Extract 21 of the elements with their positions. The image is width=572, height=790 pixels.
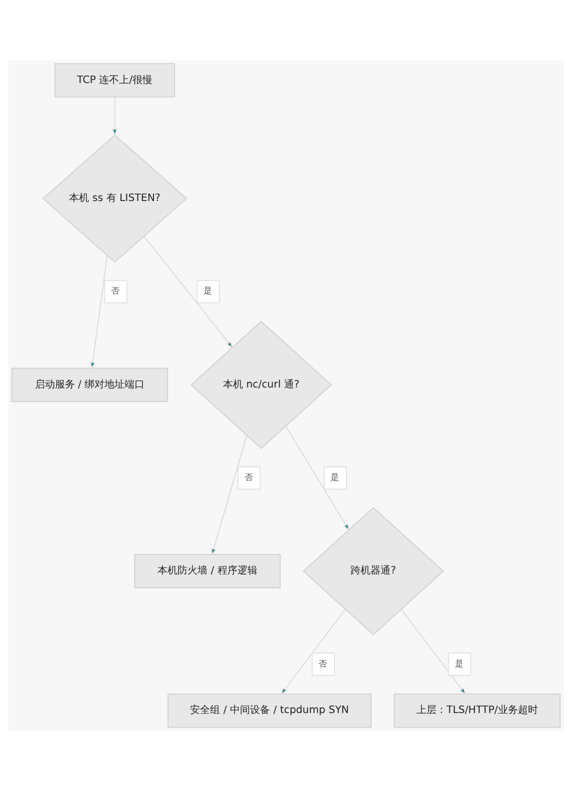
node-box: 安全组 / 中间设备 / tcpdump SYN bbox=[168, 692, 372, 728]
edge-label: 是 bbox=[330, 472, 339, 482]
edge-label: 是 bbox=[204, 285, 212, 296]
edge-label: 是 bbox=[454, 658, 463, 668]
arrow bbox=[90, 254, 108, 369]
arrow bbox=[112, 96, 118, 136]
node-diamond: 跨机器通? bbox=[302, 506, 444, 635]
arrow bbox=[400, 608, 466, 695]
arrow bbox=[280, 608, 346, 695]
node-diamond: 本机 nc/curl 通? bbox=[190, 320, 332, 448]
node-box: 启动服务 / 绑对地址端口 bbox=[11, 367, 168, 402]
arrow bbox=[211, 434, 248, 556]
node-box: TCP 连不上/很慢 bbox=[54, 62, 176, 98]
arrow bbox=[144, 235, 234, 348]
edge-label: 否 bbox=[318, 658, 327, 668]
edge-label: 否 bbox=[244, 472, 253, 482]
node-box: 本机防火墙 / 程序逻辑 bbox=[134, 553, 281, 588]
node-diamond: 本机 ss 有 LISTEN? bbox=[42, 134, 188, 262]
arrow bbox=[285, 425, 350, 531]
edge-label: 否 bbox=[111, 285, 120, 296]
node-box: 上层：TLS/HTTP/业务超时 bbox=[394, 692, 561, 728]
